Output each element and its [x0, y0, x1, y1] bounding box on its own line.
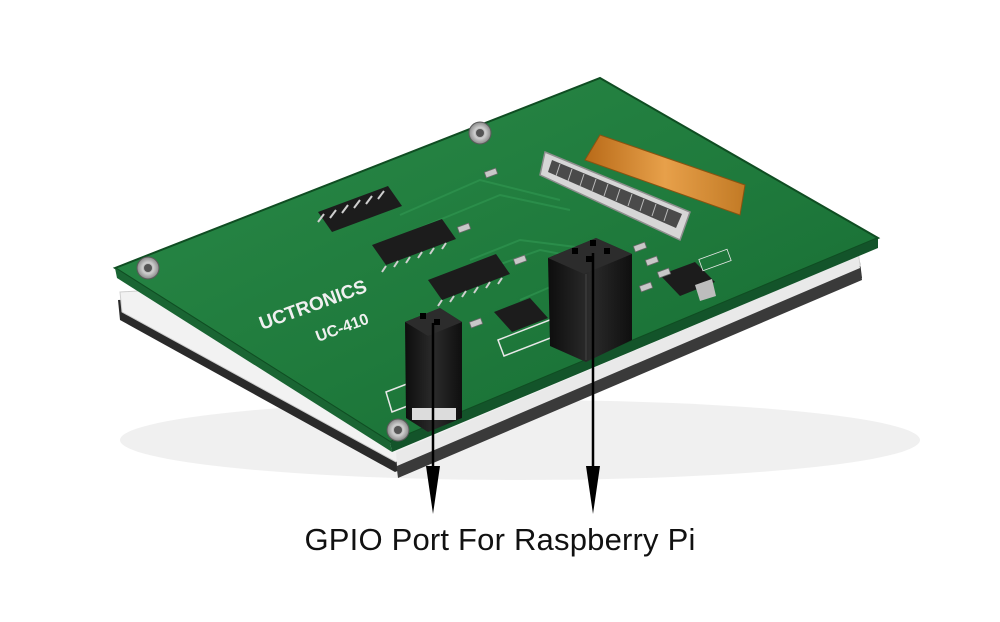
caption: GPIO Port For Raspberry Pi [304, 522, 696, 557]
arrow-down-icon [586, 253, 600, 514]
fpc-connector [539, 134, 746, 242]
smd-components [456, 167, 732, 329]
ic-chip-u1 [372, 219, 456, 273]
gpio-header-right [548, 238, 632, 362]
ic-chip-u4 [494, 298, 548, 332]
mounting-hole-icon [386, 418, 410, 442]
mounting-hole-icon [468, 121, 492, 145]
arrow-down-icon [426, 323, 440, 514]
ic-chip-u2 [428, 254, 510, 307]
mounting-hole-icon [136, 256, 160, 280]
voltage-regulator [660, 262, 716, 301]
ic-chip-u3 [317, 186, 402, 232]
